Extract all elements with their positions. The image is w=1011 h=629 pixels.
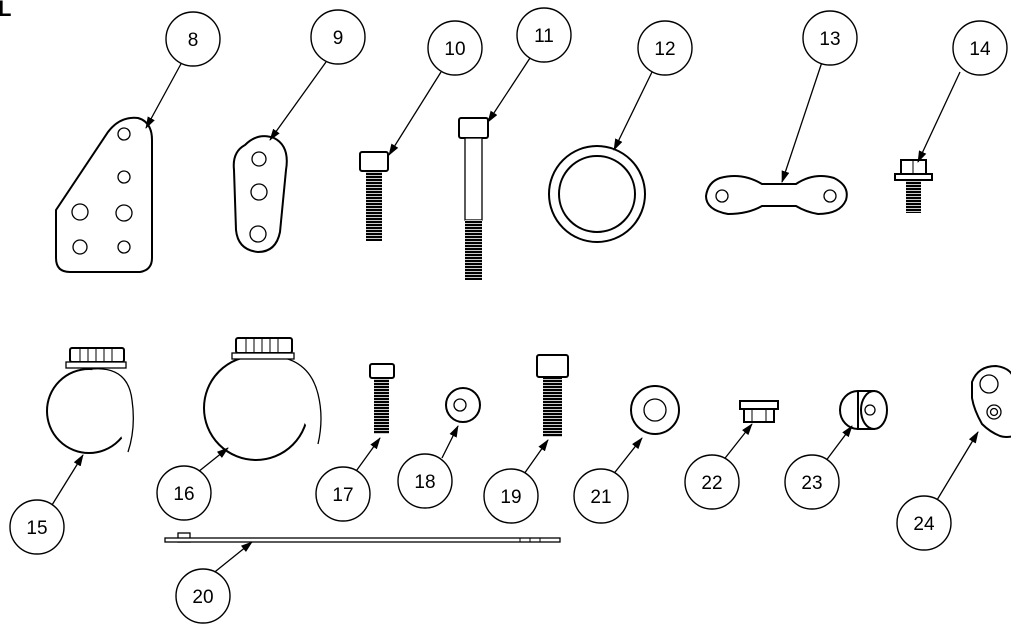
callout-14: 14 [917, 20, 1008, 163]
callout-label: 13 [819, 29, 840, 50]
callout-10: 10 [388, 20, 483, 156]
part-16-hose-clamp-large [203, 337, 322, 461]
leader-line [487, 57, 531, 123]
part-14-flange-bolt [894, 159, 933, 213]
callout-label: 12 [654, 39, 675, 60]
callout-label: 23 [801, 473, 822, 494]
part-13-dogbone-link [704, 175, 848, 216]
leader-line [145, 61, 183, 129]
leader-line [613, 71, 653, 151]
leader-line [269, 61, 327, 141]
part-10-cap-screw [359, 151, 389, 241]
leader-line [611, 437, 643, 477]
leader-line [353, 437, 381, 475]
part-8-bracket-plate [55, 116, 153, 273]
part-20-cable-tie [164, 532, 561, 543]
leader-line [51, 454, 84, 506]
callout-18: 18 [397, 425, 459, 509]
callout-16: 16 [156, 447, 229, 521]
leader-line [917, 71, 961, 163]
callout-23: 23 [784, 425, 853, 510]
part-15-hose-clamp [46, 347, 134, 454]
leader-line [197, 447, 229, 473]
callout-label: 16 [173, 484, 194, 505]
callout-22: 22 [684, 423, 753, 510]
part-18-washer [445, 387, 481, 423]
callout-15: 15 [9, 454, 84, 555]
part-17-screw [369, 363, 395, 434]
callout-label: 15 [26, 518, 47, 539]
callout-label: 14 [969, 39, 991, 60]
callout-20: 20 [175, 541, 253, 624]
leader-line [936, 431, 979, 501]
callout-11: 11 [487, 7, 572, 123]
callout-label: 24 [913, 514, 935, 535]
callout-label: 19 [500, 487, 521, 508]
leader-line [781, 61, 823, 183]
leader-line [824, 425, 853, 463]
callout-label: 17 [332, 485, 353, 506]
callout-label: 22 [701, 473, 722, 494]
part-23-spacer [839, 390, 888, 430]
callout-12: 12 [613, 20, 693, 151]
leader-line [721, 423, 753, 463]
callout-21: 21 [573, 437, 643, 524]
callout-label: 9 [333, 28, 344, 49]
callout-13: 13 [781, 10, 858, 183]
part-24-tab-bracket [971, 364, 1011, 438]
callout-label: 10 [444, 39, 465, 60]
leader-line [388, 71, 442, 156]
part-21-washer [630, 385, 680, 435]
callout-8: 8 [145, 11, 221, 129]
callout-label: 20 [192, 587, 213, 608]
callout-label: 8 [188, 30, 199, 51]
callout-label: 11 [534, 26, 554, 47]
corner-letter: L [0, 0, 11, 21]
leader-line [441, 425, 459, 459]
callout-9: 9 [269, 9, 366, 141]
leader-line [523, 439, 549, 475]
callout-19: 19 [483, 439, 549, 524]
part-11-long-cap-screw [458, 117, 489, 280]
callout-17: 17 [315, 437, 381, 522]
callout-label: 21 [590, 487, 611, 508]
callout-24: 24 [896, 431, 979, 551]
callout-label: 18 [414, 472, 435, 493]
part-22-hex-nut [739, 400, 779, 423]
leader-line [210, 541, 253, 576]
part-9-link-plate [232, 135, 288, 254]
part-19-cap-screw [536, 354, 569, 437]
part-12-ring [548, 145, 646, 243]
